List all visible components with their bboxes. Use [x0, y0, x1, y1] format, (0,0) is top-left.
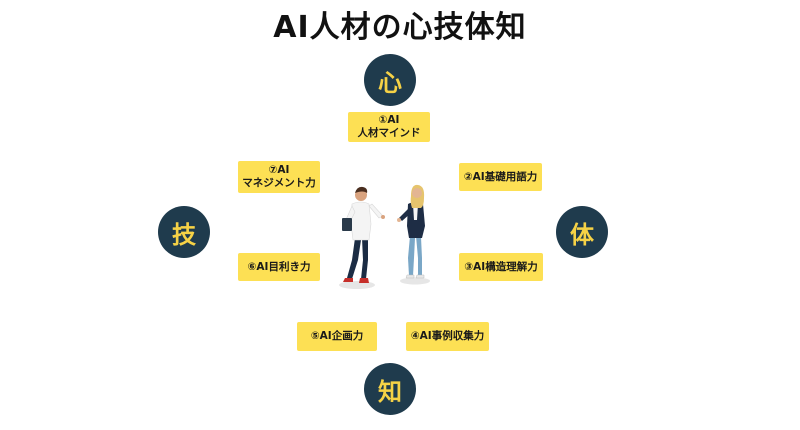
skill-box-label: ②AI基礎用語力 [463, 170, 538, 183]
page-title: AI人材の心技体知 [273, 10, 527, 45]
skill-box-label: マネジメント力 [242, 177, 316, 189]
skill-box-discernment: ⑥AI目利き力 [238, 253, 320, 281]
shadow [339, 281, 375, 289]
skill-box-ai-mind: ①AI 人材マインド [348, 112, 430, 142]
pillar-tai: 体 [556, 206, 608, 258]
skill-box-label: ④AI事例収集力 [410, 330, 485, 342]
skill-box-label: ③AI構造理解力 [464, 260, 538, 273]
skill-box-label: ①AI [378, 114, 400, 126]
skill-box-label: ⑥AI目利き力 [247, 260, 311, 273]
skill-box-basic-terms: ②AI基礎用語力 [459, 163, 542, 191]
pillar-kokoro: 心 [364, 54, 416, 106]
skill-box-label: ⑦AI [268, 164, 290, 176]
woman-figure [397, 184, 425, 279]
business-people-illustration [339, 184, 430, 289]
pillar-gi: 技 [158, 206, 210, 258]
skill-box-case-collection: ④AI事例収集力 [406, 322, 489, 351]
skill-box-label: 人材マインド [357, 127, 421, 139]
pillar-chi: 知 [364, 363, 416, 415]
skill-box-planning: ⑤AI企画力 [297, 322, 377, 351]
man-figure [342, 186, 385, 283]
shadow [400, 277, 430, 285]
skill-box-management: ⑦AI マネジメント力 [238, 161, 320, 193]
skill-box-structure-understanding: ③AI構造理解力 [459, 253, 543, 281]
skill-box-label: ⑤AI企画力 [310, 330, 364, 342]
